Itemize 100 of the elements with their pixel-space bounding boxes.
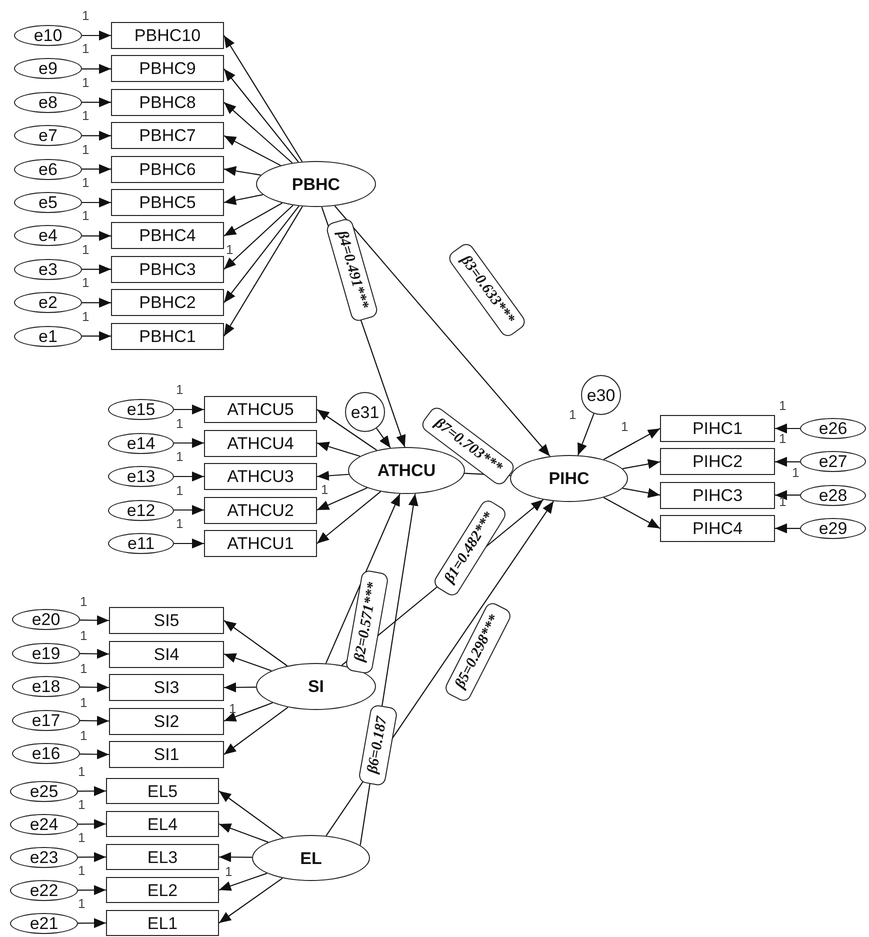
latent-variable-ellipse: PBHC bbox=[256, 161, 376, 207]
arrow bbox=[224, 166, 261, 176]
error-term-ellipse: e10 bbox=[14, 25, 82, 46]
indicator-box: PIHC4 bbox=[660, 514, 775, 542]
arrow bbox=[316, 487, 368, 510]
error-term-circle: e30 bbox=[581, 375, 621, 415]
indicator-box: PIHC1 bbox=[660, 415, 775, 442]
error-term-ellipse: e16 bbox=[12, 743, 80, 764]
arrow bbox=[775, 523, 800, 534]
arrow bbox=[622, 488, 660, 498]
indicator-box: EL2 bbox=[106, 877, 219, 903]
latent-variable-ellipse: EL bbox=[252, 835, 370, 881]
arrow bbox=[78, 819, 106, 830]
error-term-ellipse: e20 bbox=[12, 609, 80, 630]
indicator-box: PBHC6 bbox=[111, 156, 224, 183]
error-term-ellipse: e19 bbox=[12, 642, 80, 664]
loading-value: 1 bbox=[82, 109, 90, 122]
indicator-box: ATHCU1 bbox=[204, 530, 317, 557]
arrow bbox=[174, 404, 204, 414]
indicator-box: SI3 bbox=[109, 674, 224, 701]
arrow bbox=[82, 198, 111, 208]
arrow bbox=[78, 786, 106, 796]
loading-value: 1 bbox=[82, 209, 90, 222]
error-term-ellipse: e11 bbox=[108, 533, 174, 554]
arrow bbox=[316, 442, 360, 457]
error-term-circle: e31 bbox=[345, 392, 385, 432]
indicator-box: SI2 bbox=[109, 708, 224, 734]
loading-value: 1 bbox=[226, 243, 234, 256]
indicator-box: PBHC1 bbox=[111, 322, 224, 350]
arrow bbox=[775, 424, 800, 434]
indicator-box: PBHC7 bbox=[111, 122, 224, 150]
loading-value: 1 bbox=[225, 865, 232, 878]
indicator-box: PBHC5 bbox=[111, 189, 224, 216]
indicator-box: ATHCU2 bbox=[204, 496, 317, 524]
arrow bbox=[174, 438, 204, 448]
error-term-ellipse: e15 bbox=[108, 399, 174, 420]
error-term-ellipse: e18 bbox=[12, 676, 80, 697]
indicator-box: SI4 bbox=[109, 640, 224, 668]
arrow bbox=[224, 202, 283, 236]
latent-variable-ellipse: PIHC bbox=[510, 455, 628, 502]
arrow bbox=[82, 30, 111, 40]
indicator-box: PBHC9 bbox=[111, 55, 224, 82]
loading-value: 1 bbox=[321, 483, 328, 496]
arrow bbox=[82, 331, 111, 342]
indicator-box: EL5 bbox=[106, 778, 219, 804]
arrow bbox=[78, 852, 106, 862]
arrow bbox=[775, 490, 800, 500]
indicator-box: SI5 bbox=[109, 607, 224, 634]
error-term-ellipse: e9 bbox=[14, 58, 82, 80]
arrow bbox=[224, 102, 293, 164]
error-term-ellipse: e17 bbox=[12, 710, 80, 730]
error-term-ellipse: e12 bbox=[108, 500, 174, 520]
loading-value: 1 bbox=[78, 798, 86, 811]
error-term-ellipse: e8 bbox=[14, 92, 82, 113]
error-term-ellipse: e22 bbox=[10, 880, 78, 901]
indicator-box: ATHCU4 bbox=[204, 430, 317, 456]
error-term-ellipse: e4 bbox=[14, 225, 82, 246]
loading-value: 1 bbox=[80, 595, 88, 608]
indicator-box: EL1 bbox=[106, 910, 219, 936]
loading-value: 1 bbox=[82, 76, 90, 89]
loading-value: 1 bbox=[82, 142, 90, 156]
arrow bbox=[316, 409, 378, 451]
error-term-ellipse: e21 bbox=[10, 913, 78, 934]
error-term-ellipse: e28 bbox=[800, 484, 866, 506]
loading-value: 1 bbox=[82, 42, 90, 56]
error-term-ellipse: e14 bbox=[108, 432, 174, 454]
arrow bbox=[78, 918, 106, 928]
arrow bbox=[174, 472, 204, 482]
arrow bbox=[82, 64, 111, 74]
loading-value: 1 bbox=[82, 242, 90, 256]
arrow bbox=[775, 456, 800, 467]
arrow bbox=[82, 164, 111, 174]
error-term-ellipse: e25 bbox=[10, 781, 78, 802]
indicator-box: PBHC3 bbox=[111, 256, 224, 283]
indicator-box: PIHC2 bbox=[660, 448, 775, 476]
arrow bbox=[174, 505, 204, 515]
arrow bbox=[82, 298, 111, 308]
arrow bbox=[224, 194, 263, 206]
loading-value: 1 bbox=[80, 696, 88, 708]
indicator-box: SI1 bbox=[109, 741, 224, 768]
arrow bbox=[603, 428, 660, 460]
arrow bbox=[218, 790, 284, 838]
arrow bbox=[376, 428, 391, 448]
error-term-ellipse: e6 bbox=[14, 158, 82, 180]
error-term-ellipse: e29 bbox=[800, 518, 866, 539]
arrow bbox=[224, 653, 272, 672]
error-term-ellipse: e7 bbox=[14, 125, 82, 146]
arrow bbox=[82, 130, 111, 141]
arrow bbox=[80, 716, 109, 726]
loading-value: 1 bbox=[80, 628, 88, 642]
indicator-box: EL3 bbox=[106, 844, 219, 870]
loading-value: 1 bbox=[78, 864, 86, 877]
indicator-box: PBHC2 bbox=[111, 289, 224, 316]
loading-value: 1 bbox=[229, 702, 236, 715]
arrow bbox=[219, 852, 252, 862]
arrow bbox=[224, 620, 288, 666]
arrow bbox=[78, 885, 106, 896]
indicator-box: PIHC3 bbox=[660, 482, 775, 509]
arrow bbox=[224, 135, 281, 166]
loading-value: 1 bbox=[78, 765, 86, 778]
